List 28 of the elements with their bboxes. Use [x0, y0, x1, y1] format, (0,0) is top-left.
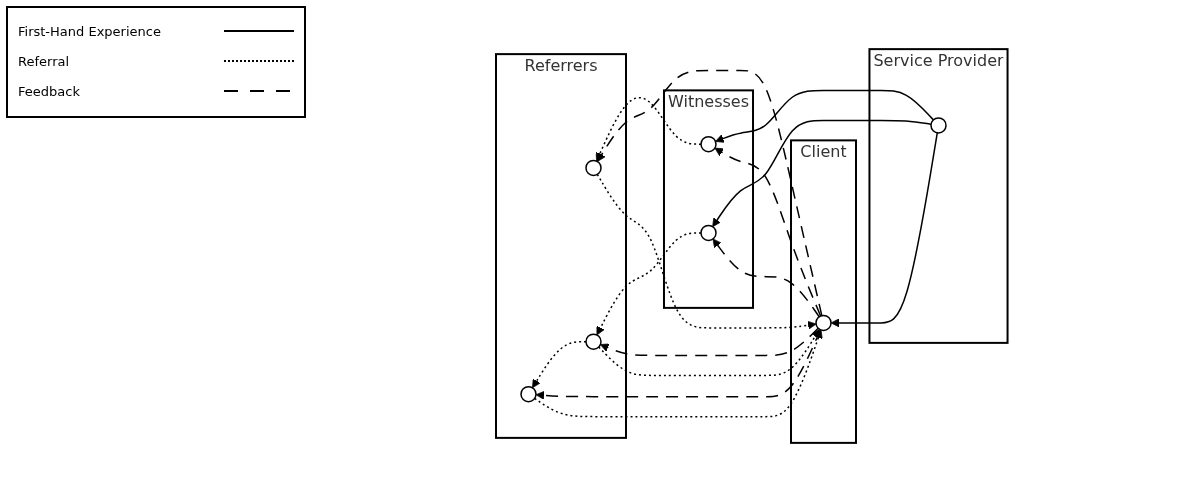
arrow: [599, 327, 819, 357]
node-circle: [584, 333, 602, 350]
arrow: [596, 69, 823, 317]
arrow: [830, 132, 938, 328]
node-circle: [584, 159, 602, 177]
node-circle: [699, 135, 717, 153]
arrow: [595, 96, 702, 162]
arrow: [714, 147, 822, 317]
node-circle: [699, 224, 717, 242]
arrow: [531, 340, 587, 389]
arrow: [533, 329, 823, 418]
node-circle: [929, 117, 947, 134]
node-circle: [519, 385, 537, 403]
arrow: [596, 173, 817, 330]
cluster: Service Provider: [868, 48, 1009, 344]
arrow: [712, 119, 932, 228]
cluster: Client: [789, 139, 857, 444]
arrow: [712, 238, 820, 318]
legend-label: Feedback: [18, 83, 80, 99]
legend-label: Referral: [18, 53, 70, 69]
cluster: Referrers: [494, 53, 627, 439]
legend-label: First-Hand Experience: [18, 23, 161, 39]
arrow: [714, 89, 934, 143]
cluster: Witnesses: [662, 89, 754, 309]
node-circle: [814, 314, 832, 332]
arrow: [535, 329, 821, 400]
arrow: [596, 232, 702, 336]
arrow: [597, 328, 820, 377]
